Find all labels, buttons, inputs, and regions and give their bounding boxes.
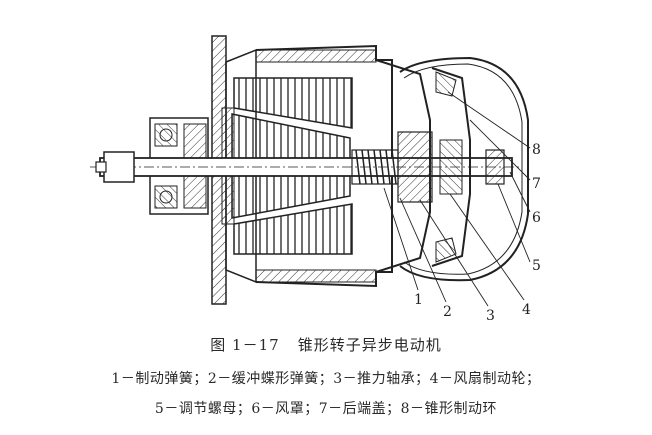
motor-cross-section-diagram: 1 2 3 4 5 6 7 8 xyxy=(90,35,541,324)
rear-end-cover xyxy=(375,59,433,273)
callout-2: 2 xyxy=(443,304,452,320)
fan-cover xyxy=(399,56,529,282)
figure-number: 图 1－17 xyxy=(210,336,280,354)
callout-8: 8 xyxy=(532,142,541,158)
callout-7: 7 xyxy=(532,176,541,192)
figure-title: 锥形转子异步电动机 xyxy=(297,336,442,354)
callout-6: 6 xyxy=(532,210,541,226)
legend-line-2: 5－调节螺母；6－风罩；7－后端盖；8－锥形制动环 xyxy=(154,401,498,417)
adjusting-nut xyxy=(485,149,505,185)
callout-3: 3 xyxy=(486,308,495,324)
callout-4: 4 xyxy=(522,302,531,318)
callout-5: 5 xyxy=(532,258,541,274)
figure-caption: 图 1－17 锥形转子异步电动机 xyxy=(0,334,652,355)
callout-1: 1 xyxy=(414,292,423,308)
stator-core xyxy=(233,77,353,255)
fan-brake-wheel xyxy=(431,67,471,267)
callout-leaders xyxy=(383,91,531,307)
legend-line-1: 1－制动弹簧；2－缓冲蝶形弹簧；3－推力轴承；4－风扇制动轮； xyxy=(111,371,541,387)
